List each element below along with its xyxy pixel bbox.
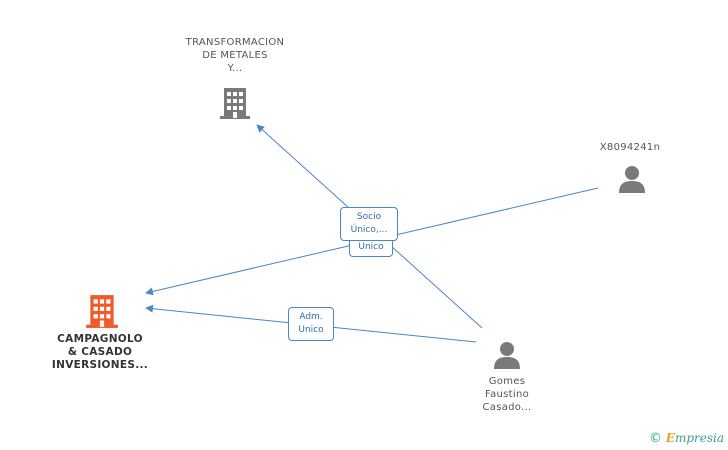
empresia-logo: © Empresia (649, 431, 724, 446)
label-line: INVERSIONES... (51, 359, 149, 371)
node-label-transformacion[interactable]: TRANSFORMACION DE METALES Y... (170, 36, 300, 75)
label-line: CAMPAGNOLO (57, 333, 143, 345)
person-icon[interactable] (617, 164, 647, 194)
label-line: & CASADO (67, 346, 133, 358)
relation-line: Único,... (350, 225, 388, 235)
building-icon[interactable] (86, 293, 118, 329)
relation-line: Unico (298, 325, 324, 335)
label-line: Casado... (482, 402, 532, 413)
brand-rest: mpresia (674, 431, 724, 445)
relation-label-socio[interactable]: Socio Único,... (340, 207, 398, 241)
label-line: Y... (227, 63, 243, 74)
relation-line: Adm. (299, 312, 323, 322)
person-icon[interactable] (492, 340, 522, 370)
relation-line: Socio (356, 212, 382, 222)
brand-name: Empresia (666, 431, 724, 445)
brand-initial: E (665, 431, 675, 445)
relation-label-adm[interactable]: Adm. Unico (288, 307, 334, 341)
label-line: TRANSFORMACION (185, 37, 285, 48)
building-icon[interactable] (220, 86, 250, 120)
label-line: DE METALES (202, 50, 268, 61)
copyright-symbol: © (648, 431, 662, 446)
node-label-campagnolo[interactable]: CAMPAGNOLO & CASADO INVERSIONES... (40, 333, 160, 372)
label-line: Faustino (484, 389, 530, 400)
node-label-x8094241n[interactable]: X8094241n (585, 141, 675, 154)
label-line: X8094241n (599, 142, 661, 153)
label-line: Gomes (488, 376, 526, 387)
node-label-gomes[interactable]: Gomes Faustino Casado... (457, 375, 557, 414)
relation-line: Unico (358, 242, 384, 252)
